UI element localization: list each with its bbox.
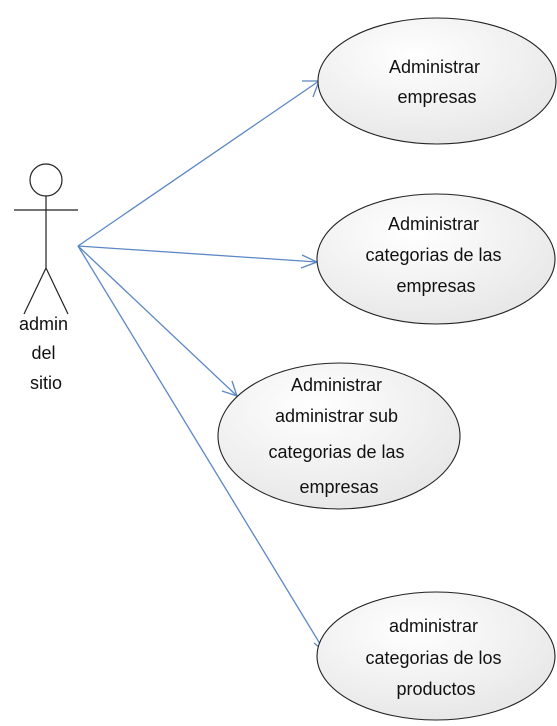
use-case-2-line-3: empresas bbox=[396, 276, 475, 296]
actor-admin bbox=[14, 163, 78, 315]
use-case-4: administrar categorias de los productos bbox=[316, 591, 556, 721]
actor-head bbox=[29, 163, 63, 197]
use-case-3-label: Administrar administrar sub categorias d… bbox=[268, 375, 409, 497]
association-uc3 bbox=[77, 245, 238, 397]
actor-left-leg bbox=[23, 267, 47, 315]
use-case-3-line-4: empresas bbox=[299, 477, 378, 497]
use-case-1: Administrar empresas bbox=[317, 17, 557, 145]
use-case-4-label: administrar categorias de los productos bbox=[365, 616, 506, 699]
use-case-3: Administrar administrar sub categorias d… bbox=[217, 362, 461, 510]
use-case-3-line-1: Administrar bbox=[291, 375, 382, 395]
use-case-2-line-1: Administrar bbox=[388, 214, 479, 234]
use-case-2-line-2: categorias de las bbox=[365, 245, 501, 265]
use-case-1-line-2: empresas bbox=[397, 87, 476, 107]
use-case-3-line-2: administrar sub bbox=[275, 406, 398, 426]
association-uc2 bbox=[77, 245, 318, 263]
use-case-ellipse bbox=[317, 17, 557, 145]
use-case-ellipse bbox=[217, 362, 461, 510]
actor-label-line-2: del bbox=[31, 343, 55, 363]
actor-label: admin del sitio bbox=[19, 314, 73, 393]
use-case-1-label: Administrar empresas bbox=[389, 57, 485, 107]
use-case-3-line-3: categorias de las bbox=[268, 442, 404, 462]
use-case-4-line-3: productos bbox=[396, 679, 475, 699]
use-case-ellipse bbox=[316, 193, 556, 325]
use-case-2-label: Administrar categorias de las empresas bbox=[365, 214, 506, 296]
use-case-4-line-1: administrar bbox=[389, 616, 478, 636]
use-case-2: Administrar categorias de las empresas bbox=[316, 193, 556, 325]
actor-label-line-3: sitio bbox=[30, 373, 62, 393]
association-uc1 bbox=[77, 80, 320, 247]
actor-label-line-1: admin bbox=[19, 314, 68, 334]
associations bbox=[77, 80, 326, 654]
actor-right-leg bbox=[45, 267, 69, 315]
use-case-1-line-1: Administrar bbox=[389, 57, 480, 77]
use-case-ellipse bbox=[316, 591, 556, 721]
association-uc4 bbox=[77, 245, 326, 653]
use-case-4-line-2: categorias de los bbox=[365, 648, 501, 668]
